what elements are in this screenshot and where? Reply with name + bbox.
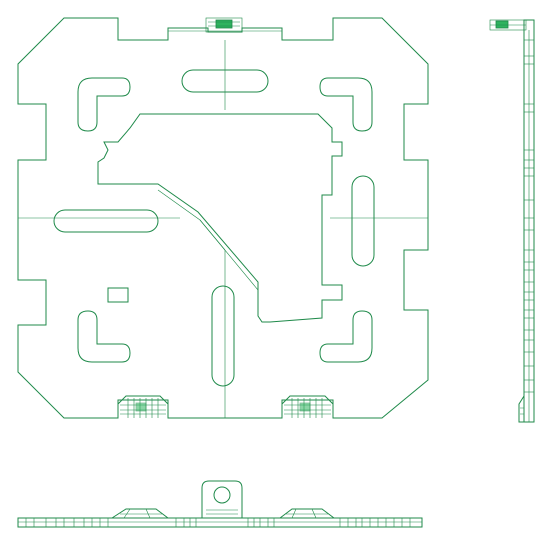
front-clip-left	[111, 508, 169, 519]
front-hole	[213, 486, 231, 504]
lslot-bottom-right	[319, 310, 373, 363]
front-strip	[17, 517, 423, 528]
side-view	[489, 19, 535, 423]
top-clip	[168, 17, 282, 33]
side-hook	[518, 395, 525, 423]
lslot-top-right	[319, 77, 373, 132]
lslot-bottom-left	[77, 310, 131, 363]
side-ticks	[524, 39, 534, 393]
front-view	[17, 480, 423, 528]
slot-right	[351, 175, 375, 267]
outer-contour	[17, 17, 429, 419]
slot-bottom	[211, 285, 235, 387]
top-view	[17, 17, 429, 419]
front-clip-right	[279, 508, 335, 519]
bottom-clip-right	[281, 395, 334, 418]
center-plate	[97, 113, 343, 323]
center-diagonal	[157, 189, 259, 291]
interior-lines	[18, 40, 428, 418]
bottom-clip-left	[117, 395, 169, 418]
slot-top	[181, 69, 269, 93]
square-cutout	[107, 287, 129, 303]
lslot-top-left	[77, 77, 131, 132]
front-ticks	[25, 518, 411, 527]
front-center-tab	[201, 480, 243, 518]
slot-left	[53, 209, 159, 233]
